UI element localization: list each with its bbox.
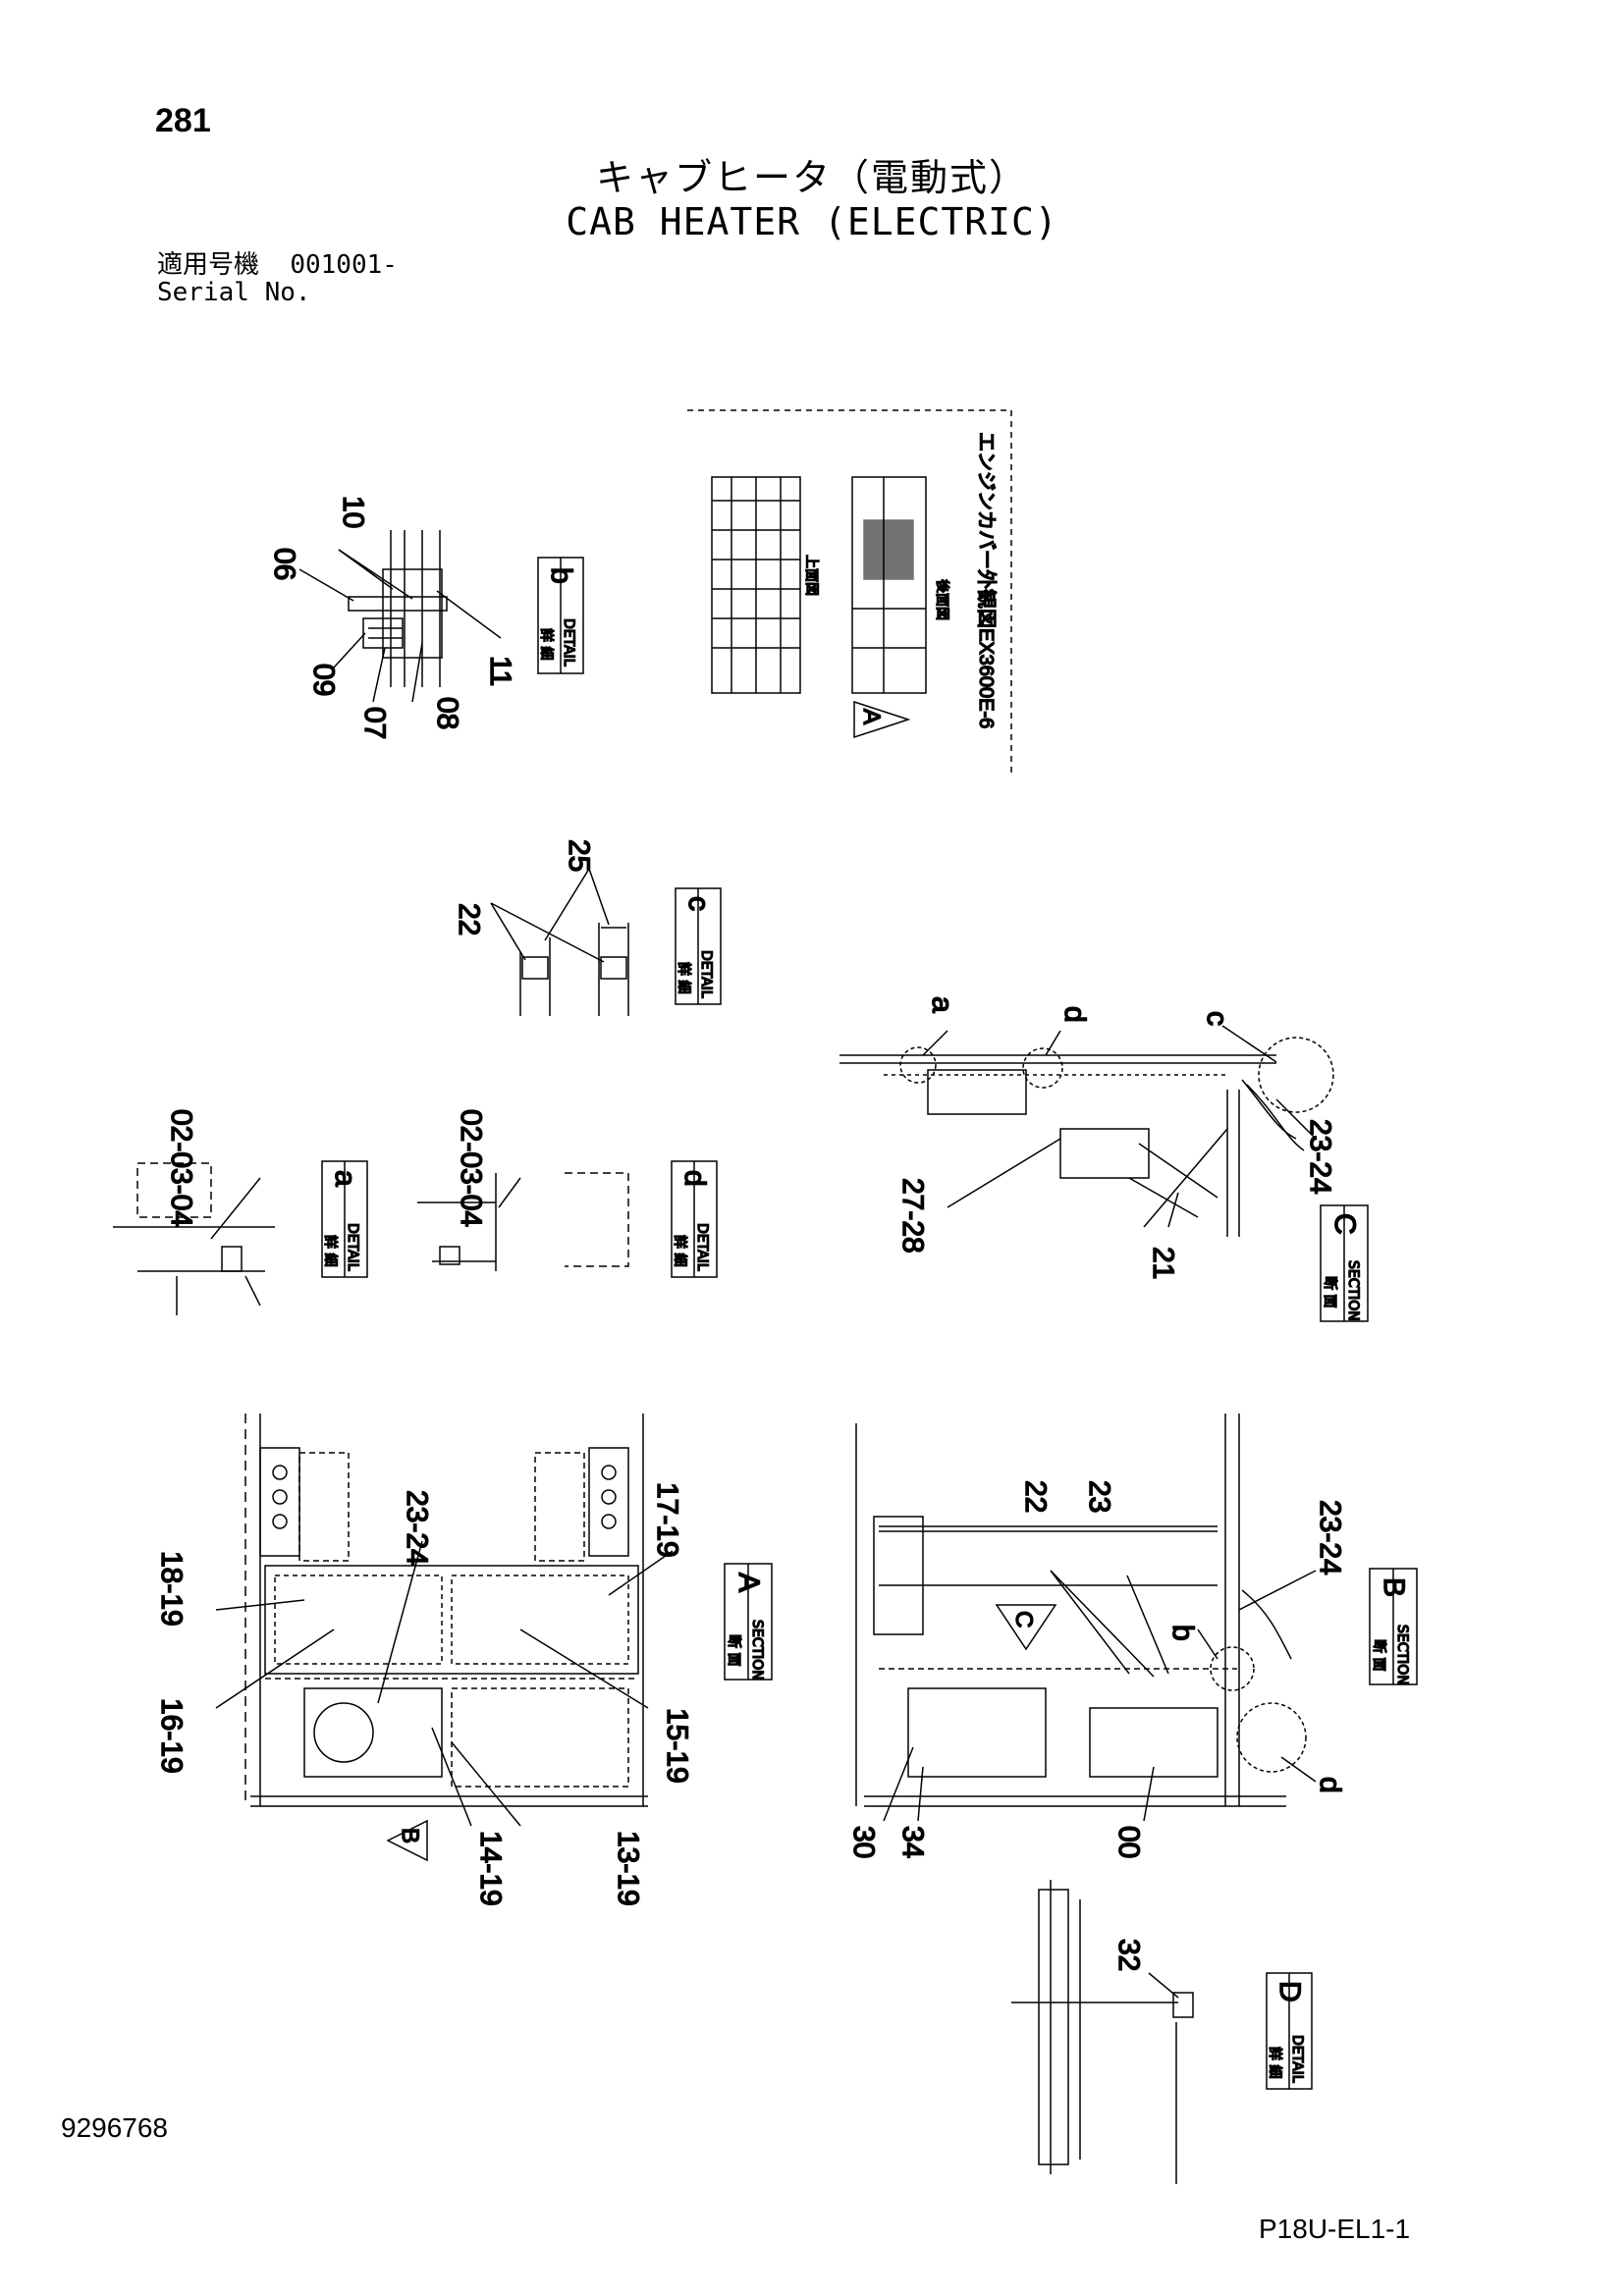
section-c-label-box: 断 面 SECTION C xyxy=(1320,1204,1369,1322)
title-japanese: キャブヒータ（電動式） xyxy=(595,156,1028,199)
section-a-arrow-b-letter: B xyxy=(397,1828,423,1843)
callout-21: 21 xyxy=(1147,1247,1179,1279)
detail-D-letter: D xyxy=(1273,1981,1306,2002)
callout-23-24-a: 23-24 xyxy=(401,1490,433,1566)
callout-30: 30 xyxy=(847,1826,880,1858)
callout-16-19: 16-19 xyxy=(155,1698,188,1774)
callout-d-lower: d xyxy=(1314,1777,1346,1793)
callout-18-19: 18-19 xyxy=(155,1551,188,1627)
callout-08: 08 xyxy=(431,697,463,729)
detail-a-label-box: 詳 細 DETAIL a xyxy=(321,1160,368,1278)
section-b-callouts: 22 23 23-24 b d 30 34 00 C xyxy=(846,1479,1347,1859)
section-b-jp-label: 断 面 xyxy=(1371,1639,1386,1671)
section-c-en-label: SECTION xyxy=(1345,1260,1361,1321)
inset-labels: 上面図 後面図 A EX3600E-6 エンジンカバー外観図 xyxy=(802,431,999,729)
serial-label-jp: 適用号機 xyxy=(157,250,260,280)
section-a-view xyxy=(215,1414,674,1862)
callout-00: 00 xyxy=(1112,1826,1145,1858)
callout-d-upper: d xyxy=(1058,1006,1091,1023)
serial-range: 001001- xyxy=(290,250,398,280)
detail-b-callouts: 10 06 09 07 08 11 xyxy=(267,495,517,740)
section-b-view xyxy=(855,1414,1317,1822)
section-c-callouts: a d c 23-24 27-28 21 xyxy=(895,995,1337,1280)
callout-a: a xyxy=(926,996,958,1013)
detail-b-letter: b xyxy=(545,567,577,584)
detail-d-en-label: DETAIL xyxy=(694,1223,710,1271)
detail-c-callouts: 22 25 xyxy=(452,838,596,936)
callout-15-19: 15-19 xyxy=(661,1708,693,1784)
section-c-jp-label: 断 面 xyxy=(1322,1276,1337,1308)
inset-caption-model: EX3600E-6 xyxy=(975,628,997,728)
document-number: 9296768 xyxy=(61,2112,169,2143)
inset-arrow-a-letter: A xyxy=(858,709,885,724)
section-a-letter: A xyxy=(732,1573,765,1592)
serial-label-en: Serial No. xyxy=(157,278,311,307)
section-b-arrow-c-letter: C xyxy=(1010,1611,1037,1628)
page-number: 281 xyxy=(155,102,211,139)
title-english: CAB HEATER (ELECTRIC) xyxy=(566,200,1058,243)
callout-06: 06 xyxy=(268,548,300,580)
callout-13-19: 13-19 xyxy=(612,1831,644,1906)
detail-c-label-box: 詳 細 DETAIL c xyxy=(675,887,722,1005)
detail-c-letter: c xyxy=(682,896,715,911)
detail-d-letter: d xyxy=(678,1170,711,1187)
callout-14-19: 14-19 xyxy=(474,1831,507,1906)
detail-d-jp-label: 詳 細 xyxy=(672,1235,687,1266)
callout-09: 09 xyxy=(307,664,340,696)
detail-d-view xyxy=(417,1172,629,1271)
sheet-code: P18U-EL1-1 xyxy=(1259,2214,1411,2244)
callout-07: 07 xyxy=(358,707,391,739)
detail-D-jp-label: 詳 細 xyxy=(1267,2047,1282,2078)
detail-a-jp-label: 詳 細 xyxy=(322,1235,338,1266)
callout-17-19: 17-19 xyxy=(651,1482,683,1558)
detail-c-en-label: DETAIL xyxy=(698,950,714,998)
inset-caption-jp: エンジンカバー外観図 xyxy=(975,432,998,628)
detail-D-callouts: 32 xyxy=(1111,1938,1146,1972)
section-b-en-label: SECTION xyxy=(1394,1625,1410,1685)
detail-D-view xyxy=(1011,1880,1194,2184)
callout-10: 10 xyxy=(337,496,369,528)
callout-32: 32 xyxy=(1112,1939,1145,1971)
detail-en-label: DETAIL xyxy=(561,618,576,667)
detail-a-view xyxy=(113,1162,275,1315)
detail-d-callouts: 02-03-04 xyxy=(454,1108,488,1228)
detail-jp-label: 詳 細 xyxy=(538,628,554,660)
detail-a-letter: a xyxy=(329,1170,361,1187)
detail-c-jp-label: 詳 細 xyxy=(676,962,691,993)
callout-b: b xyxy=(1166,1625,1199,1641)
detail-c-view xyxy=(490,868,629,1016)
callout-23-24-b: 23-24 xyxy=(1314,1500,1346,1575)
detail-b-label-box: 詳 細 DETAIL b xyxy=(537,557,584,674)
section-a-callouts: 23-24 17-19 18-19 16-19 15-19 14-19 13-1… xyxy=(154,1481,694,1906)
callout-25: 25 xyxy=(563,839,595,872)
detail-b-view xyxy=(298,530,502,703)
detail-D-en-label: DETAIL xyxy=(1289,2035,1305,2083)
callout-23-b: 23 xyxy=(1083,1480,1115,1513)
detail-a-callouts: 02-03-04 xyxy=(164,1108,198,1228)
section-c-letter: C xyxy=(1328,1213,1361,1235)
section-b-letter: B xyxy=(1378,1577,1410,1597)
callout-23-24-c: 23-24 xyxy=(1304,1119,1336,1195)
inset-rear-view-label: 後面図 xyxy=(934,579,949,620)
detail-D-label-box: 詳 細 DETAIL D xyxy=(1266,1972,1313,2090)
callout-02-03-04-d: 02-03-04 xyxy=(455,1109,487,1227)
section-c-view xyxy=(839,1025,1334,1237)
callout-02-03-04-a: 02-03-04 xyxy=(165,1109,197,1227)
section-a-jp-label: 断 面 xyxy=(726,1634,741,1666)
callout-22-b: 22 xyxy=(1019,1480,1052,1513)
section-b-label-box: 断 面 SECTION B xyxy=(1369,1568,1418,1685)
serial-block: 適用号機 001001- Serial No. xyxy=(157,251,398,306)
section-a-en-label: SECTION xyxy=(749,1620,765,1681)
callout-22-c: 22 xyxy=(453,903,485,935)
callout-c: c xyxy=(1201,1011,1233,1026)
detail-d-label-box: 詳 細 DETAIL d xyxy=(671,1160,718,1278)
detail-a-en-label: DETAIL xyxy=(345,1223,360,1271)
callout-11: 11 xyxy=(484,656,516,686)
inset-top-view-label: 上面図 xyxy=(803,555,819,596)
callout-34: 34 xyxy=(896,1826,929,1858)
section-a-label-box: 断 面 SECTION A xyxy=(724,1563,773,1681)
callout-27-28: 27-28 xyxy=(896,1178,929,1254)
engine-cover-inset xyxy=(687,409,1012,775)
